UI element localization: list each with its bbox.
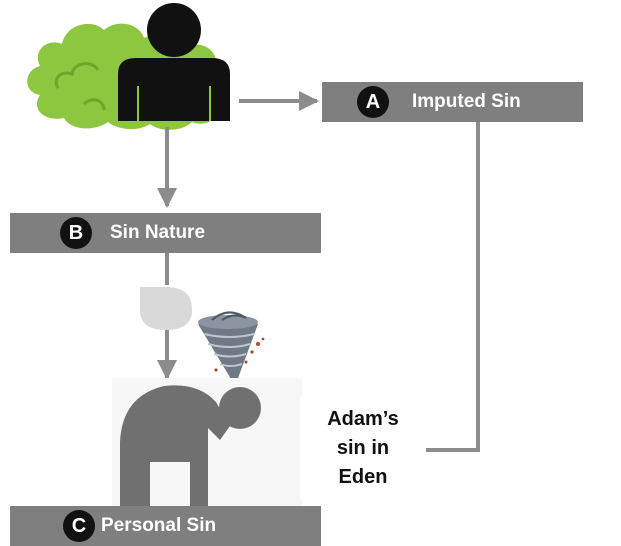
bent-over-person-icon [120,385,261,506]
personal-sin-box: C Personal Sin [10,506,321,546]
drop-icon [140,287,192,330]
person-silhouette-icon [118,3,230,121]
sin-nature-label: Sin Nature [110,222,206,243]
personal-sin-label: Personal Sin [101,515,217,536]
note-line-2: sin in [336,436,390,459]
imputed-sin-label: Imputed Sin [412,91,521,112]
badge-a: A [357,86,389,118]
tornado-icon [198,311,265,384]
note-line-1: Adam’s [327,407,399,430]
connector-imputed-sin-down [426,120,480,452]
badge-b: B [60,217,92,249]
badge-c: C [63,510,95,542]
sin-nature-box: B Sin Nature [10,213,321,253]
note-line-3: Eden [338,465,388,488]
adams-sin-note: Adam’s sin in Eden [300,396,426,500]
imputed-sin-box: A Imputed Sin [322,82,583,122]
